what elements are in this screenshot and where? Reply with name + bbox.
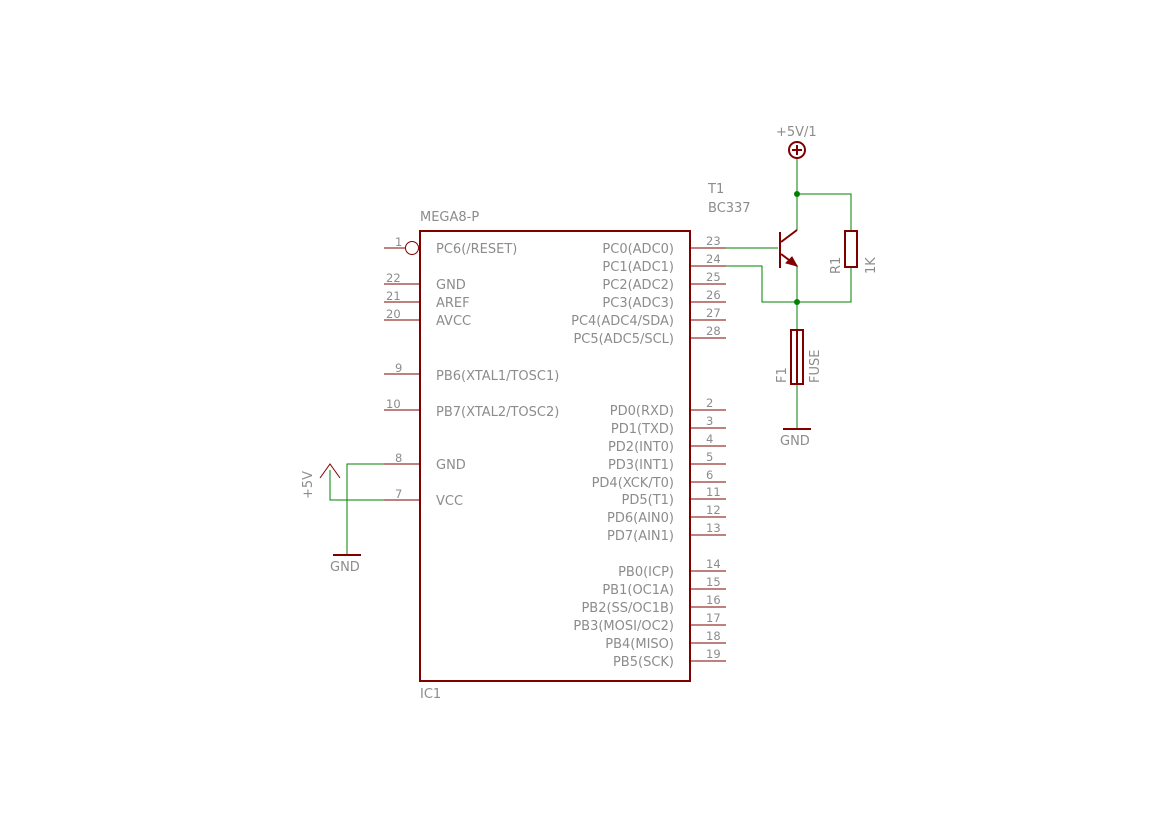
pin-number: 21 bbox=[386, 289, 401, 303]
ground-left-label: GND bbox=[330, 560, 360, 575]
wire-vcc-pin7 bbox=[329, 470, 384, 501]
pin-name: PD1(TXD) bbox=[611, 422, 674, 437]
pin-number: 7 bbox=[395, 487, 402, 501]
pin-number: 9 bbox=[395, 361, 402, 375]
pin-number: 4 bbox=[706, 432, 713, 446]
pin-number: 2 bbox=[706, 396, 713, 410]
pin-name: PD5(T1) bbox=[622, 493, 674, 508]
pin-number: 16 bbox=[706, 593, 721, 607]
pin-name: PD3(INT1) bbox=[608, 458, 674, 473]
output-network bbox=[726, 158, 852, 428]
pin-number: 19 bbox=[706, 647, 721, 661]
supply-top-label: +5V/1 bbox=[776, 125, 817, 140]
pin-number: 23 bbox=[706, 234, 721, 248]
pin-name: PB3(MOSI/OC2) bbox=[573, 619, 674, 634]
pin-name: PC2(ADC2) bbox=[602, 278, 674, 293]
pin-number: 13 bbox=[706, 521, 721, 535]
ic1-left-pins: 1 PC6(/RESET) 22 GND 21 AREF 20 AVCC 9 P… bbox=[384, 235, 559, 509]
junction-dot bbox=[794, 299, 800, 305]
pin-number: 10 bbox=[386, 397, 401, 411]
pin-name: VCC bbox=[436, 494, 463, 509]
pin-number: 8 bbox=[395, 451, 402, 465]
pin-number: 27 bbox=[706, 306, 721, 320]
resistor-r1[interactable]: R1 1K bbox=[829, 230, 879, 274]
transistor-collector-lead bbox=[780, 229, 798, 243]
transistor-t1[interactable]: T1 BC337 bbox=[707, 182, 799, 268]
pin-name: PD4(XCK/T0) bbox=[592, 476, 674, 491]
pin-number: 11 bbox=[706, 485, 721, 499]
ic1-right-pins: 23 PC0(ADC0) 24 PC1(ADC1) 25 PC2(ADC2) 2… bbox=[571, 234, 726, 670]
pin-name: PC1(ADC1) bbox=[602, 260, 674, 275]
resistor-value-label: 1K bbox=[864, 257, 879, 274]
ic1-body bbox=[419, 230, 691, 682]
pin-number: 3 bbox=[706, 414, 713, 428]
fuse-name-label: F1 bbox=[775, 367, 790, 383]
wire-gnd-pin8 bbox=[346, 463, 384, 554]
pin-name: PC4(ADC4/SDA) bbox=[571, 314, 674, 329]
pin-name: PB6(XTAL1/TOSC1) bbox=[436, 369, 559, 384]
resistor-body bbox=[844, 230, 858, 268]
pin-name: PB7(XTAL2/TOSC2) bbox=[436, 405, 559, 420]
pin-number: 14 bbox=[706, 557, 721, 571]
supply-arrow-icon bbox=[319, 463, 341, 479]
fuse-value-label: FUSE bbox=[808, 350, 823, 383]
ground-left[interactable]: GND bbox=[330, 554, 361, 575]
ground-right[interactable]: GND bbox=[780, 428, 811, 449]
pin-number: 28 bbox=[706, 324, 721, 338]
pin-name: PD0(RXD) bbox=[610, 404, 674, 419]
pin-name: AREF bbox=[436, 296, 470, 311]
pin-name: PC5(ADC5/SCL) bbox=[573, 332, 674, 347]
pin-number: 6 bbox=[706, 468, 713, 482]
transistor-value-label: BC337 bbox=[708, 201, 751, 216]
ground-right-label: GND bbox=[780, 434, 810, 449]
wire-pc1-to-emitter bbox=[726, 265, 797, 303]
pin-name: PB1(OC1A) bbox=[602, 583, 674, 598]
pin-name: PC3(ADC3) bbox=[602, 296, 674, 311]
emitter-arrow-icon bbox=[785, 256, 799, 267]
pin-number: 22 bbox=[386, 271, 401, 285]
pin-number: 12 bbox=[706, 503, 721, 517]
supply-plus5v-label: +5V bbox=[301, 471, 316, 499]
pin-name: PD6(AIN0) bbox=[607, 511, 674, 526]
pin-number: 20 bbox=[386, 307, 401, 321]
pin-number: 26 bbox=[706, 288, 721, 302]
left-supply-net bbox=[329, 463, 384, 554]
pin-name: PB0(ICP) bbox=[618, 565, 674, 580]
inversion-bubble-icon bbox=[405, 241, 419, 255]
supply-circle-icon bbox=[788, 141, 806, 159]
pin-name: PD7(AIN1) bbox=[607, 529, 674, 544]
resistor-name-label: R1 bbox=[829, 257, 844, 274]
ic1-value-label: MEGA8-P bbox=[420, 210, 479, 225]
pin-name: PB5(SCK) bbox=[613, 655, 674, 670]
supply-plus5v-top[interactable]: +5V/1 bbox=[776, 125, 817, 159]
ic1-symbol[interactable]: MEGA8-P IC1 bbox=[419, 210, 691, 702]
pin-name: PB4(MISO) bbox=[605, 637, 674, 652]
wire-collector-to-r1 bbox=[797, 193, 852, 230]
pin-name: PD2(INT0) bbox=[608, 440, 674, 455]
pin-name: PC6(/RESET) bbox=[436, 242, 517, 257]
pin-number: 5 bbox=[706, 450, 713, 464]
transistor-name-label: T1 bbox=[707, 182, 724, 197]
pin-name: GND bbox=[436, 458, 466, 473]
pin-number: 17 bbox=[706, 611, 721, 625]
pin-number: 1 bbox=[395, 235, 402, 249]
supply-plus5v-left[interactable]: +5V bbox=[301, 463, 341, 499]
pin-number: 24 bbox=[706, 252, 721, 266]
pin-number: 15 bbox=[706, 575, 721, 589]
pin-name: PC0(ADC0) bbox=[602, 242, 674, 257]
pin-name: AVCC bbox=[436, 314, 471, 329]
pin-name: GND bbox=[436, 278, 466, 293]
ic1-name-label: IC1 bbox=[420, 687, 441, 702]
pin-number: 25 bbox=[706, 270, 721, 284]
wire-r1-to-emitter bbox=[797, 266, 852, 303]
fuse-f1[interactable]: F1 FUSE bbox=[775, 329, 823, 385]
pin-name: PB2(SS/OC1B) bbox=[581, 601, 674, 616]
junction-dot bbox=[794, 191, 800, 197]
pin-number: 18 bbox=[706, 629, 721, 643]
